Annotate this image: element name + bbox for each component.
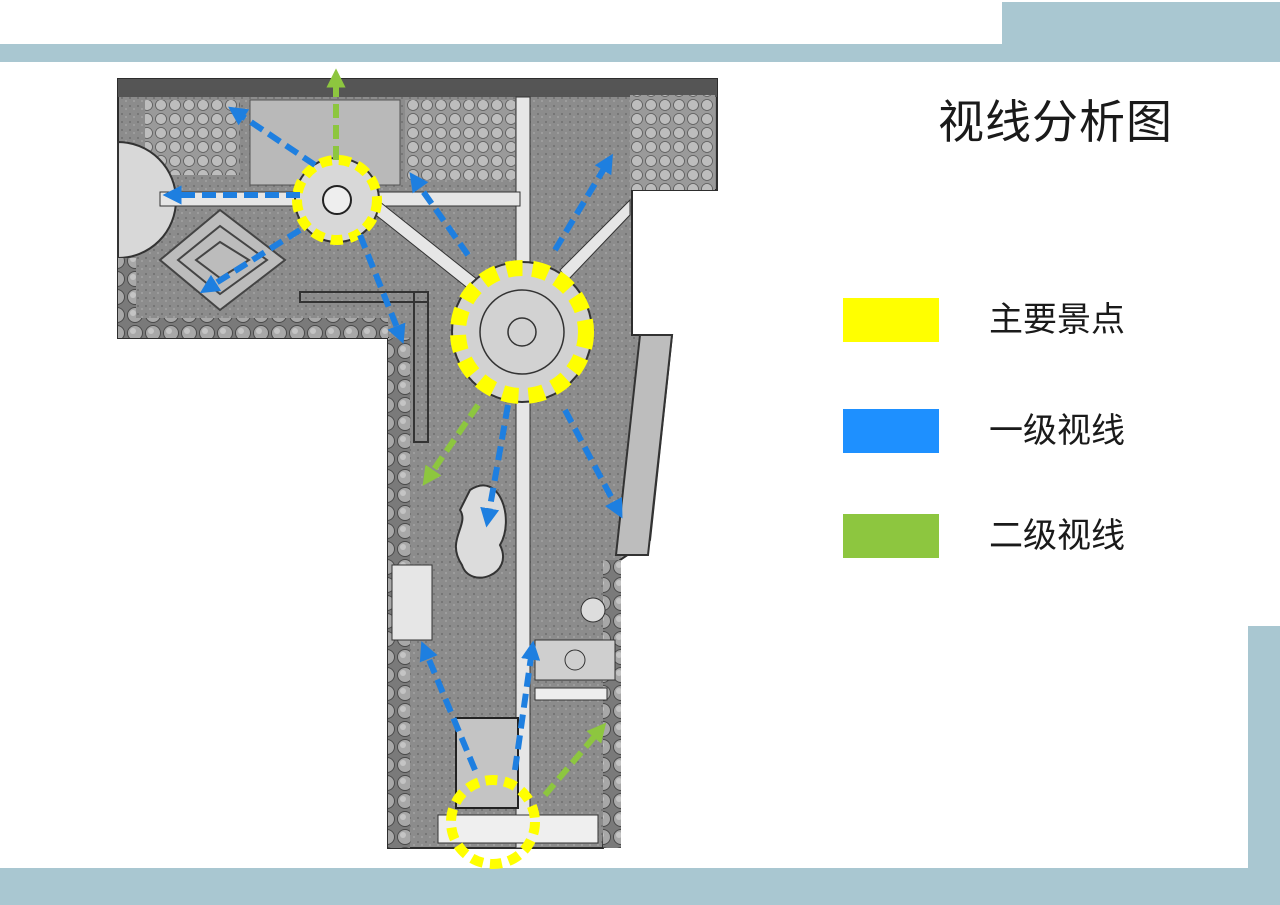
legend-label: 二级视线 — [989, 516, 1125, 556]
maze-garden — [158, 208, 287, 312]
main-spot-marker — [450, 260, 594, 404]
primary-sightline-arrow — [409, 172, 471, 257]
primary-sightline-arrow — [228, 106, 317, 168]
top-right-frame-band-lower — [1002, 43, 1280, 62]
stair-steps — [391, 564, 433, 641]
legend-label: 一级视线 — [989, 411, 1125, 451]
top-frame-band — [0, 44, 1004, 62]
entrance-court — [455, 717, 519, 809]
playground-feature — [580, 597, 606, 623]
tree-grid-block — [630, 95, 715, 190]
right-frame-band — [1248, 626, 1280, 868]
right-tree-belt — [603, 560, 621, 848]
fountain-basin — [322, 185, 352, 215]
entrance-paving — [437, 814, 599, 844]
secondary-sightline-arrow — [542, 722, 607, 797]
top-right-frame-band — [1002, 2, 1280, 43]
legend-label: 主要景点 — [989, 300, 1125, 340]
sports-court — [534, 639, 616, 681]
primary-sightline-arrow — [357, 233, 406, 344]
primary-sightline-arrow — [199, 227, 302, 294]
primary-sightline-arrow — [562, 408, 623, 519]
bottom-tree-belt-upper — [118, 318, 388, 338]
parking-row — [534, 687, 608, 701]
legend-swatch-blue — [843, 409, 939, 453]
legend-swatch-green — [843, 514, 939, 558]
top-tree-belt — [118, 79, 717, 97]
pergola — [299, 291, 429, 303]
central-plaza-core — [507, 317, 537, 347]
primary-sightline-arrow — [552, 153, 613, 252]
main-spot-marker — [446, 775, 540, 869]
tree-grid-block — [405, 100, 515, 180]
legend-swatch-yellow — [843, 298, 939, 342]
central-plaza-ring — [479, 289, 565, 375]
primary-sightline-arrow — [419, 641, 478, 772]
court-center — [564, 649, 586, 671]
bottom-frame-band — [0, 868, 1280, 905]
page-title: 视线分析图 — [938, 95, 1173, 149]
east-strip-building — [614, 334, 674, 556]
secondary-sightline-arrow — [422, 403, 481, 486]
primary-sightline-arrow — [480, 404, 511, 528]
main-spot-marker — [292, 155, 382, 245]
maze-garden-core — [194, 240, 251, 280]
